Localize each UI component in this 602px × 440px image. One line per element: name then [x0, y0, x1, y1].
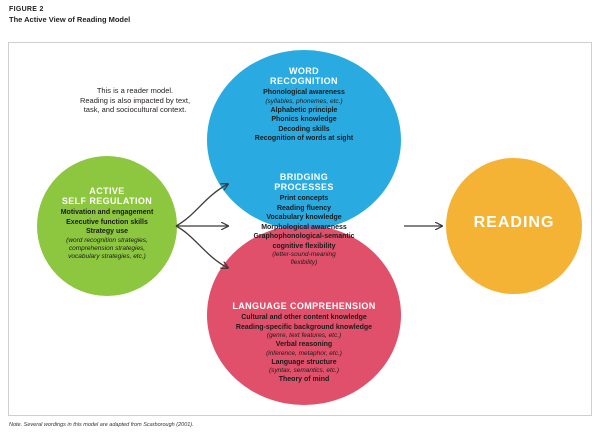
self-regulation-subtext: (word recognition strategies,: [66, 236, 148, 244]
word-recognition-heading: WORD: [288, 66, 320, 76]
self-regulation-subtext: vocabulary strategies, etc.): [68, 252, 146, 260]
word-recognition-ellipse: [207, 50, 401, 230]
word-recognition-item: Phonics knowledge: [271, 116, 337, 123]
arrow-to-word-recognition: [175, 184, 228, 227]
arrow-to-language-comprehension: [175, 225, 228, 268]
word-recognition-heading: RECOGNITION: [270, 76, 338, 86]
bridging-item: Vocabulary knowledge: [266, 214, 342, 221]
bridging-item: Morphological awareness: [261, 223, 347, 231]
language-comprehension-subtext: (inference, metaphor, etc.): [266, 349, 342, 357]
word-recognition-item: Alphabetic principle: [270, 106, 338, 114]
bridging-item: Graphophonological-semantic: [253, 233, 355, 240]
bridging-subtext: flexibility): [290, 259, 318, 266]
word-recognition-item: Recognition of words at sight: [254, 135, 354, 142]
arrows: [175, 184, 442, 268]
bridging-item: Reading fluency: [276, 204, 332, 212]
self-regulation-heading: SELF REGULATION: [61, 196, 153, 206]
language-comprehension-item: Theory of mind: [278, 376, 330, 383]
reader-model-note: This is a reader model. Reading is also …: [60, 86, 210, 115]
figure-label: FIGURE 2: [9, 6, 44, 13]
language-comprehension-item: Reading-specific background knowledge: [235, 323, 373, 331]
language-comprehension-heading: LANGUAGE COMPREHENSION: [232, 301, 376, 311]
self-regulation-block: ACTIVE SELF REGULATION Motivation and en…: [37, 186, 177, 261]
language-comprehension-subtext: (genre, text features, etc.): [266, 332, 342, 339]
figure-title: The Active View of Reading Model: [9, 15, 131, 24]
self-regulation-circle: [37, 156, 177, 296]
reader-note-line: Reading is also impacted by text,: [79, 95, 191, 105]
word-recognition-item: Decoding skills: [278, 125, 330, 133]
language-comprehension-block: LANGUAGE COMPREHENSION Cultural and othe…: [214, 301, 394, 385]
diagram-frame: [8, 42, 592, 416]
language-comprehension-item: Verbal reasoning: [275, 341, 333, 348]
figure-note: Note. Several wordings in this model are…: [9, 422, 194, 428]
word-recognition-item: Phonological awareness: [263, 89, 345, 96]
self-regulation-heading: ACTIVE: [89, 186, 125, 196]
word-recognition-subtext: (syllables, phonemes, etc.): [265, 97, 343, 105]
language-comprehension-item: Language structure: [271, 358, 337, 366]
self-regulation-item: Motivation and engagement: [60, 209, 154, 216]
bridging-item: cognitive flexibility: [272, 242, 336, 250]
note-prefix: Note.: [9, 422, 23, 428]
self-regulation-item: Executive function skills: [66, 218, 148, 226]
bridging-heading: BRIDGING: [279, 172, 329, 182]
language-comprehension-subtext: (syntax, semantics, etc.): [268, 367, 340, 374]
self-regulation-item: Strategy use: [85, 228, 129, 235]
bridging-heading: PROCESSES: [274, 182, 334, 192]
bridging-subtext: (letter-sound-meaning: [272, 251, 336, 258]
reading-circle: [446, 158, 582, 294]
reading-label: READING: [473, 214, 555, 231]
language-comprehension-item: Cultural and other content knowledge: [241, 314, 367, 321]
language-comprehension-ellipse: [207, 225, 401, 405]
reader-note-line: This is a reader model.: [96, 86, 174, 95]
reader-note-line: task, and sociocultural context.: [83, 105, 187, 114]
word-recognition-block: WORD RECOGNITION Phonological awareness …: [224, 66, 384, 144]
bridging-item: Print concepts: [279, 195, 329, 202]
self-regulation-subtext: comprehension strategies,: [68, 244, 146, 252]
bridging-processes-block: BRIDGING PROCESSES Print concepts Readin…: [229, 172, 379, 267]
note-text: Several wordings in this model are adapt…: [22, 422, 194, 428]
